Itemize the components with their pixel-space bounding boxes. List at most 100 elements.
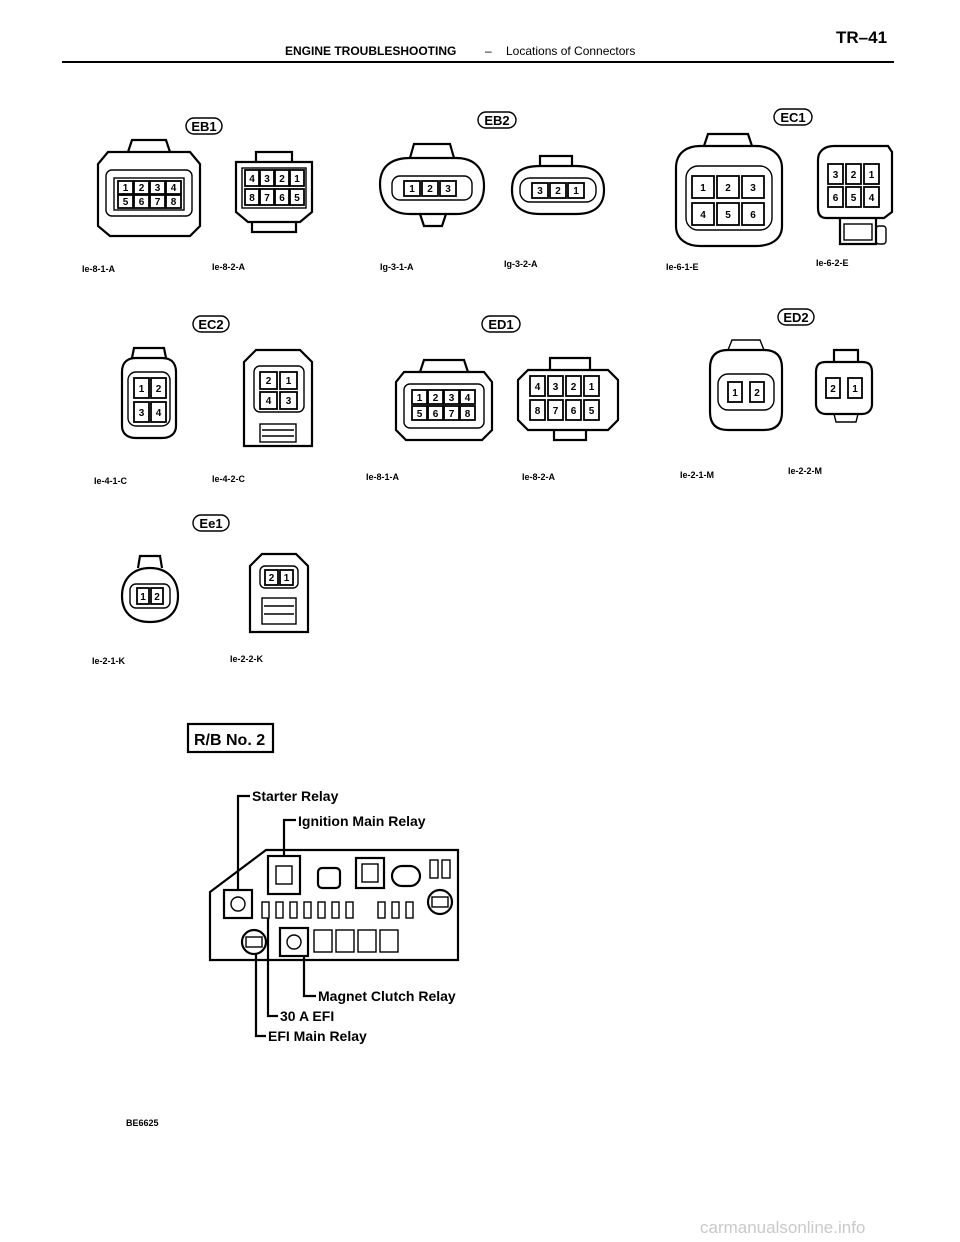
svg-text:EB1: EB1: [191, 119, 216, 134]
leader-efi-main-relay: [254, 954, 266, 1038]
svg-text:2: 2: [754, 388, 760, 399]
connector-ed2-male: 2 1: [814, 348, 874, 423]
svg-text:4: 4: [171, 183, 177, 194]
svg-text:3: 3: [264, 174, 270, 185]
svg-text:3: 3: [155, 183, 161, 194]
svg-text:1: 1: [700, 183, 706, 194]
connector-label-eb2-1: Ig-3-1-A: [380, 262, 414, 272]
code-badge-ec1: EC1: [773, 108, 813, 126]
page-header: ENGINE TROUBLESHOOTING – Locations of Co…: [0, 0, 960, 64]
connector-label-ed1-2: Ie-8-2-A: [522, 472, 556, 482]
svg-text:1: 1: [140, 592, 146, 603]
svg-text:2: 2: [266, 376, 272, 387]
svg-text:3: 3: [449, 393, 455, 404]
svg-text:2: 2: [830, 384, 836, 395]
svg-text:8: 8: [535, 406, 541, 417]
section-title: ENGINE TROUBLESHOOTING: [285, 44, 457, 58]
svg-text:5: 5: [294, 193, 300, 204]
svg-text:1: 1: [573, 186, 579, 197]
svg-text:2: 2: [555, 186, 561, 197]
svg-text:EB2: EB2: [484, 113, 509, 128]
svg-text:4: 4: [700, 210, 706, 221]
connector-group-eb2: EB2 1 2 3 3 2 1 Ig-3-1-A Ig-3-2-A: [378, 111, 606, 272]
svg-text:4: 4: [465, 393, 471, 404]
svg-text:1: 1: [869, 170, 875, 181]
svg-text:4: 4: [535, 382, 541, 393]
svg-text:5: 5: [851, 193, 857, 204]
leader-ignition-main-relay: [282, 818, 296, 856]
connector-ec2-female: 1 2 3 4: [120, 346, 178, 440]
svg-text:1: 1: [294, 174, 300, 185]
leader-magnet-clutch-relay: [302, 956, 316, 998]
svg-text:Ee1: Ee1: [199, 516, 222, 531]
connector-ee1-male: 2 1: [248, 552, 310, 634]
svg-text:6: 6: [433, 409, 439, 420]
svg-text:1: 1: [286, 376, 292, 387]
connector-group-ec1: EC1 1 2 3 4 5 6 3 2 1 6 5 4 Ie-6-1-E Ie-…: [666, 108, 894, 272]
svg-text:3: 3: [750, 183, 756, 194]
watermark: carmanualsonline.info: [700, 1218, 866, 1237]
svg-text:2: 2: [269, 573, 275, 584]
connector-label-ec2-2: Ie-4-2-C: [212, 474, 246, 484]
svg-text:3: 3: [139, 408, 145, 419]
svg-text:7: 7: [449, 409, 455, 420]
connector-eb2-female: 1 2 3: [378, 142, 486, 228]
connector-ec1-male: 3 2 1 6 5 4: [816, 144, 894, 246]
relay-block-title-box: R/B No. 2: [186, 722, 275, 754]
connector-label-ec1-2: Ie-6-2-E: [816, 258, 849, 268]
connector-ed1-female: 1 2 3 4 5 6 7 8: [394, 358, 494, 442]
connector-label-eb1-2: Ie-8-2-A: [212, 262, 246, 272]
relay-block-body: [208, 848, 460, 962]
svg-text:6: 6: [279, 193, 285, 204]
svg-text:1: 1: [589, 382, 595, 393]
svg-text:1: 1: [732, 388, 738, 399]
callout-starter-relay: Starter Relay: [252, 788, 339, 804]
figure-code: BE6625: [126, 1118, 159, 1128]
connector-ec1-female: 1 2 3 4 5 6: [674, 132, 784, 248]
connector-eb1-male: 4 3 2 1 8 7 6 5: [234, 150, 314, 234]
connector-eb1-female: 1 2 3 4 5 6 7 8: [96, 138, 202, 238]
svg-text:4: 4: [869, 193, 875, 204]
svg-text:7: 7: [155, 197, 161, 208]
svg-text:R/B No. 2: R/B No. 2: [194, 732, 265, 749]
code-badge-ec2: EC2: [192, 315, 230, 333]
page-number: TR–41: [836, 28, 888, 47]
svg-text:7: 7: [553, 406, 559, 417]
code-badge-ed1: ED1: [481, 315, 521, 333]
svg-text:6: 6: [833, 193, 839, 204]
svg-text:2: 2: [571, 382, 577, 393]
code-badge-eb1: EB1: [185, 117, 223, 135]
leader-starter-relay: [236, 794, 250, 890]
connector-eb2-male: 3 2 1: [510, 154, 606, 216]
svg-text:2: 2: [725, 183, 731, 194]
svg-text:ED1: ED1: [488, 317, 513, 332]
connector-group-eb1: EB1 1 2 3 4 5 6 7 8 4 3 2 1 8 7 6: [82, 117, 314, 274]
svg-text:6: 6: [750, 210, 756, 221]
connector-group-ee1: Ee1 1 2 2 1 Ie-2-1-K Ie-2-2-K: [92, 514, 310, 666]
callout-30a-efi: 30 A EFI: [280, 1008, 334, 1024]
svg-text:8: 8: [249, 193, 255, 204]
connector-label-eb1-1: Ie-8-1-A: [82, 264, 116, 274]
relay-block-section: R/B No. 2: [186, 722, 460, 1044]
svg-text:4: 4: [266, 396, 272, 407]
ignition-main-relay-socket: [266, 854, 302, 896]
svg-text:1: 1: [852, 384, 858, 395]
svg-text:2: 2: [427, 184, 433, 195]
svg-text:5: 5: [417, 409, 423, 420]
svg-text:2: 2: [154, 592, 160, 603]
svg-text:3: 3: [833, 170, 839, 181]
connector-group-ed2: ED2 1 2 2 1 Ie-2-1-M Ie-2-2-M: [680, 308, 874, 480]
svg-text:1: 1: [284, 573, 290, 584]
svg-text:2: 2: [851, 170, 857, 181]
svg-text:8: 8: [171, 197, 177, 208]
svg-text:1: 1: [123, 183, 129, 194]
connector-label-ec1-1: Ie-6-1-E: [666, 262, 699, 272]
svg-text:2: 2: [433, 393, 439, 404]
efi-main-relay-socket: [240, 928, 268, 956]
svg-text:5: 5: [725, 210, 731, 221]
svg-text:ED2: ED2: [783, 310, 808, 325]
title-separator: –: [485, 44, 492, 58]
connector-label-ed2-2: Ie-2-2-M: [788, 466, 822, 476]
header-rule: [62, 61, 894, 63]
